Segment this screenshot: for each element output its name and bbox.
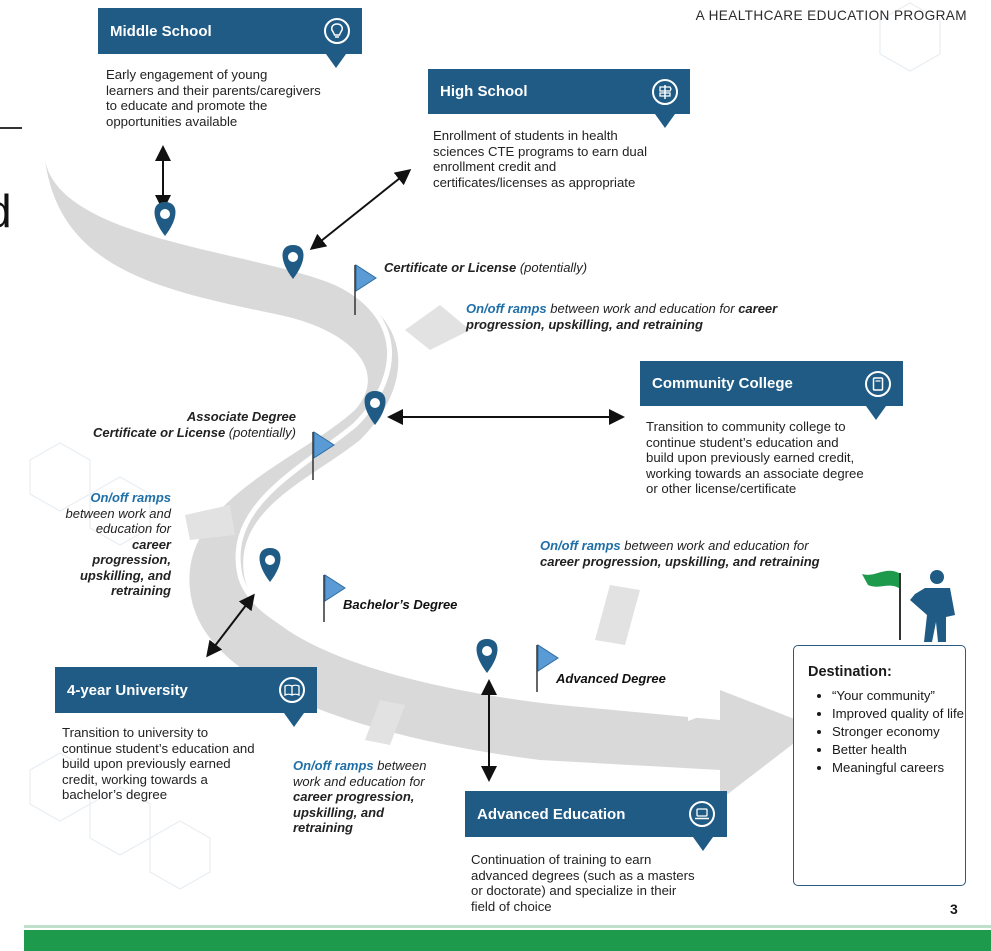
community-college-header: Community College xyxy=(640,361,903,406)
milestone-flags xyxy=(312,264,559,692)
flag-icon xyxy=(536,644,559,692)
flag-icon xyxy=(312,431,335,480)
high-school-header: High School xyxy=(428,69,690,114)
pin-icon xyxy=(259,548,281,582)
arrow-high-school xyxy=(309,169,412,250)
advanced-education-header: Advanced Education xyxy=(465,791,727,837)
flag-icon xyxy=(323,574,346,622)
ramp-note-3: On/off ramps between work and education … xyxy=(540,538,820,569)
signpost-icon xyxy=(652,78,678,105)
laptop-icon xyxy=(689,801,715,827)
page-number: 3 xyxy=(950,901,958,917)
destination-list: “Your community” Improved quality of lif… xyxy=(794,688,965,776)
lightbulb-icon xyxy=(324,18,350,44)
community-college-pointer xyxy=(866,406,886,420)
list-item: Stronger economy xyxy=(832,724,965,740)
person-with-flag-icon xyxy=(862,570,955,642)
middle-school-header: Middle School xyxy=(98,8,362,54)
community-college-title: Community College xyxy=(652,375,793,392)
ramp-note-4: On/off ramps between work and education … xyxy=(293,758,427,835)
advanced-education-pointer xyxy=(693,837,713,851)
destination-box: Destination: “Your community” Improved q… xyxy=(793,645,966,886)
pin-icon xyxy=(154,202,176,236)
destination-title: Destination: xyxy=(808,664,892,680)
university-pointer xyxy=(284,713,304,727)
advanced-education-title: Advanced Education xyxy=(477,805,626,823)
open-book-icon xyxy=(279,677,305,703)
footer-bar xyxy=(24,930,991,951)
flag-icon xyxy=(354,264,377,315)
milestone-bachelors: Bachelor’s Degree xyxy=(343,597,458,612)
pin-icon xyxy=(364,391,386,425)
list-item: Meaningful careers xyxy=(832,760,965,776)
list-item: Better health xyxy=(832,742,965,758)
pin-icon xyxy=(476,639,498,673)
program-title: A HEALTHCARE EDUCATION PROGRAM xyxy=(695,8,967,23)
university-header: 4-year University xyxy=(55,667,317,713)
milestone-advanced-degree: Advanced Degree xyxy=(556,671,666,686)
edge-rule xyxy=(0,127,22,129)
location-pins xyxy=(154,202,498,673)
edge-fragment: d xyxy=(0,184,12,238)
pin-icon xyxy=(282,245,304,279)
university-title: 4-year University xyxy=(67,681,188,699)
list-item: “Your community” xyxy=(832,688,965,704)
footer-divider xyxy=(24,925,991,928)
ramp-note-1: On/off ramps between work and education … xyxy=(466,301,778,332)
middle-school-title: Middle School xyxy=(110,22,212,40)
arrow-university xyxy=(206,593,255,658)
middle-school-pointer xyxy=(326,54,346,68)
road-centerline xyxy=(52,162,693,715)
milestone-associate: Associate Degree Certificate or License … xyxy=(92,409,296,440)
book-icon xyxy=(865,370,891,397)
ramp-note-2: On/off ramps between work and education … xyxy=(65,490,171,598)
milestone-certificate: Certificate or License (potentially) xyxy=(384,260,588,275)
high-school-title: High School xyxy=(440,83,528,100)
high-school-pointer xyxy=(655,114,675,128)
list-item: Improved quality of life xyxy=(832,706,965,722)
hexagon-pattern xyxy=(29,2,941,890)
